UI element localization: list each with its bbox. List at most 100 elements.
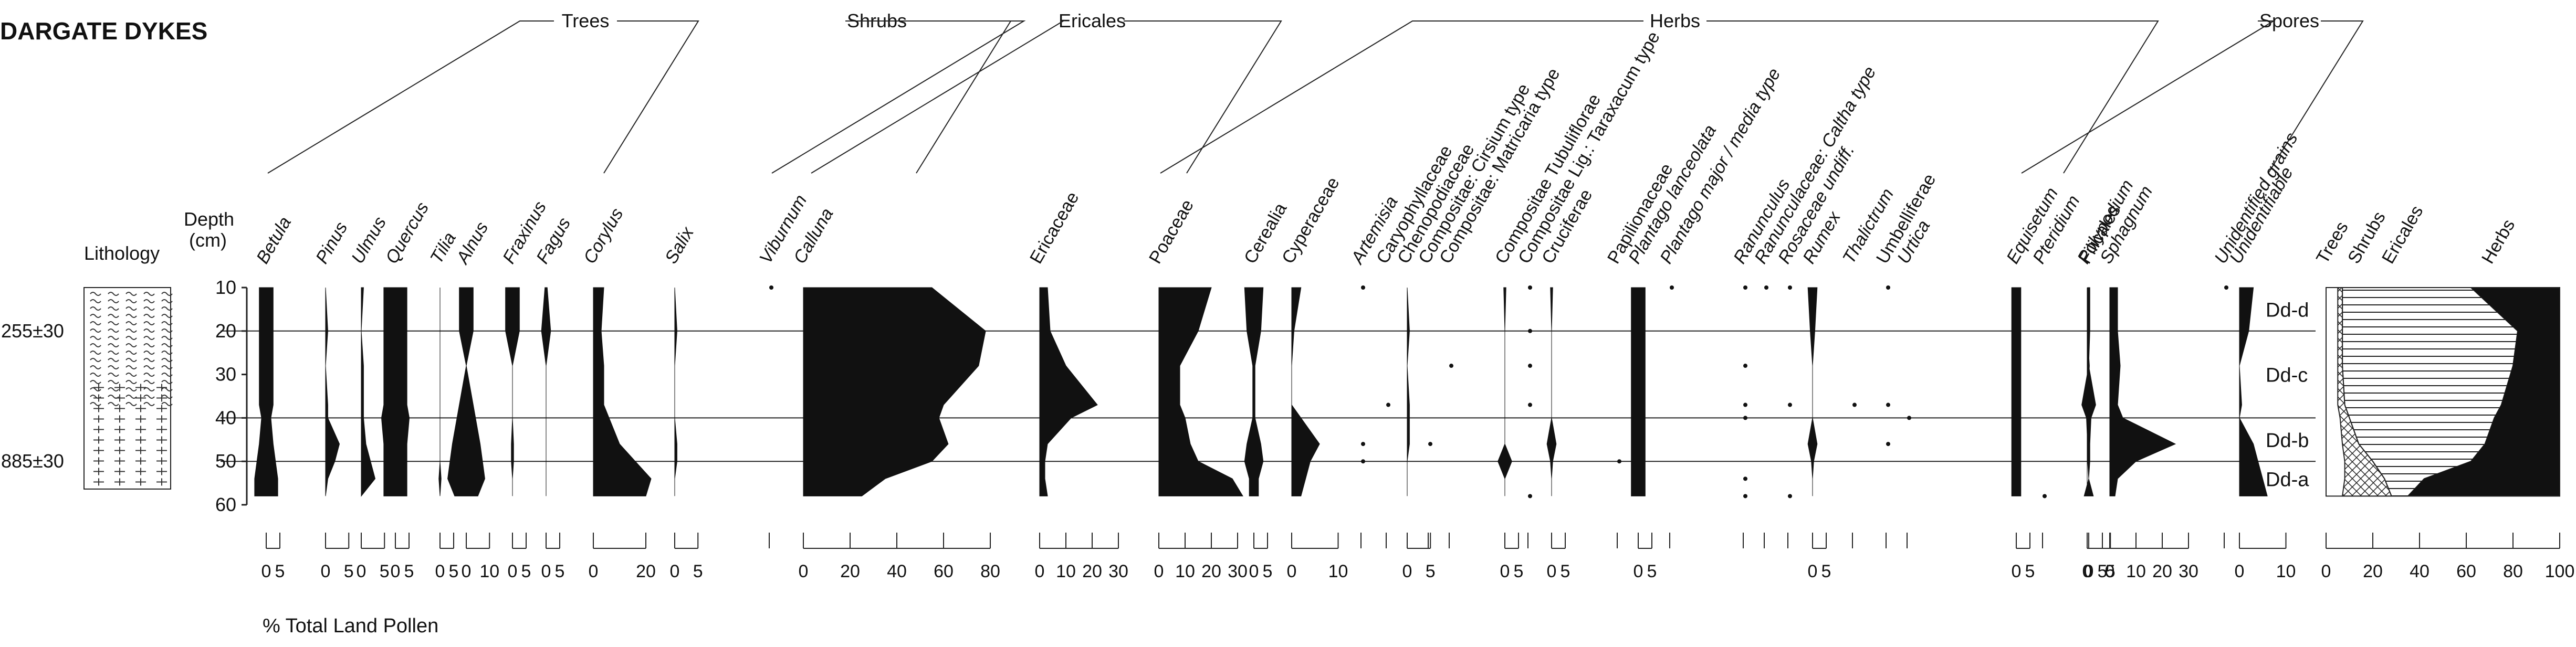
clay-symbol bbox=[114, 457, 125, 465]
zone-label: Dd-a bbox=[2266, 469, 2309, 491]
trace-dot bbox=[1764, 285, 1768, 290]
peat-symbol bbox=[125, 351, 137, 355]
clay-symbol bbox=[93, 426, 104, 433]
peat-symbol bbox=[108, 373, 119, 377]
depth-tick-label: 50 bbox=[215, 450, 236, 472]
trace-dot bbox=[1886, 285, 1890, 290]
date-label: 255±30 bbox=[1, 320, 64, 342]
peat-symbol bbox=[108, 358, 119, 362]
group-leader-line bbox=[2021, 20, 2364, 174]
clay-symbol bbox=[114, 405, 125, 412]
scale-tick-label: 60 bbox=[934, 561, 954, 581]
taxon-curve bbox=[1807, 287, 1818, 496]
peat-symbol bbox=[161, 373, 173, 377]
clay-symbol bbox=[114, 436, 125, 444]
taxon-curve bbox=[381, 287, 410, 496]
taxon-curve bbox=[1407, 287, 1410, 496]
scale-tick-label: 5 bbox=[1263, 561, 1273, 581]
trace-dot bbox=[1617, 459, 1621, 464]
summary-tick-label: 20 bbox=[2363, 561, 2383, 581]
peat-symbol bbox=[143, 402, 155, 406]
scale-bar: 0 20 bbox=[589, 533, 656, 581]
taxon-curve bbox=[1291, 287, 1320, 496]
clay-symbol bbox=[114, 426, 125, 433]
scale-tick-label: 20 bbox=[636, 561, 656, 581]
peat-symbol bbox=[90, 343, 101, 347]
scale-tick-label: 5 bbox=[693, 561, 703, 581]
taxon-curve bbox=[1158, 287, 1243, 496]
clay-symbol bbox=[135, 384, 146, 391]
clay-symbol bbox=[156, 447, 167, 454]
taxon-curve bbox=[325, 287, 340, 496]
trace-dot bbox=[2224, 285, 2228, 290]
taxon-label: Quercus bbox=[382, 199, 433, 267]
clay-symbol bbox=[93, 478, 104, 486]
scale-tick-label: 5 bbox=[2025, 561, 2035, 581]
clay-symbol bbox=[135, 415, 146, 423]
scale-tick-label: 0 bbox=[589, 561, 599, 581]
peat-symbol bbox=[125, 336, 137, 340]
scale-tick-label: 10 bbox=[2276, 561, 2296, 581]
group-label-ericales: Ericales bbox=[1059, 10, 1126, 31]
peat-symbol bbox=[108, 380, 119, 384]
scale-tick-label: 5 bbox=[1647, 561, 1657, 581]
peat-symbol bbox=[90, 351, 101, 355]
scale-tick-label: 20 bbox=[1082, 561, 1102, 581]
taxon-curve bbox=[1546, 287, 1557, 496]
peat-symbol bbox=[161, 299, 173, 303]
taxon-label: Betula bbox=[253, 214, 295, 267]
depth-tick-label: 10 bbox=[215, 277, 236, 298]
clay-symbol bbox=[114, 468, 125, 475]
scale-tick-label: 0 bbox=[321, 561, 331, 581]
clay-symbol bbox=[93, 415, 104, 423]
trace-dot bbox=[1886, 402, 1890, 407]
clay-symbol bbox=[114, 394, 125, 402]
peat-symbol bbox=[90, 321, 101, 325]
scale-tick-label: 10 bbox=[1056, 561, 1076, 581]
lithology-column bbox=[83, 287, 173, 490]
peat-symbol bbox=[90, 380, 101, 384]
taxon-label: Ulmus bbox=[348, 214, 390, 267]
clay-symbol bbox=[135, 394, 146, 402]
peat-symbol bbox=[108, 387, 119, 391]
peat-symbol bbox=[161, 336, 173, 340]
taxon-curve bbox=[2081, 287, 2096, 496]
trace-dot bbox=[1528, 494, 1532, 498]
scale-tick-label: 30 bbox=[1228, 561, 1248, 581]
group-label-herbs: Herbs bbox=[1650, 10, 1700, 31]
summary-herbs-band bbox=[2407, 288, 2560, 496]
peat-symbol bbox=[90, 314, 101, 318]
taxon-label: Unidentified grains bbox=[2211, 129, 2302, 267]
peat-symbol bbox=[161, 328, 173, 333]
taxon-label: Corylus bbox=[580, 205, 627, 267]
peat-symbol bbox=[125, 314, 137, 318]
depth-tick-label: 40 bbox=[215, 407, 236, 428]
peat-symbol bbox=[125, 373, 137, 377]
scale-tick-label: 5 bbox=[1821, 561, 1831, 581]
clay-symbol bbox=[135, 405, 146, 412]
summary-tick-label: 100 bbox=[2545, 561, 2575, 581]
clay-symbol bbox=[93, 405, 104, 412]
taxon-curve bbox=[674, 287, 677, 496]
scale-tick-label: 0 bbox=[799, 561, 809, 581]
peat-symbol bbox=[108, 306, 119, 311]
clay-symbol bbox=[135, 426, 146, 433]
peat-symbol bbox=[90, 328, 101, 333]
clay-symbol bbox=[156, 426, 167, 433]
taxon-column: Urtica bbox=[1893, 217, 1934, 548]
